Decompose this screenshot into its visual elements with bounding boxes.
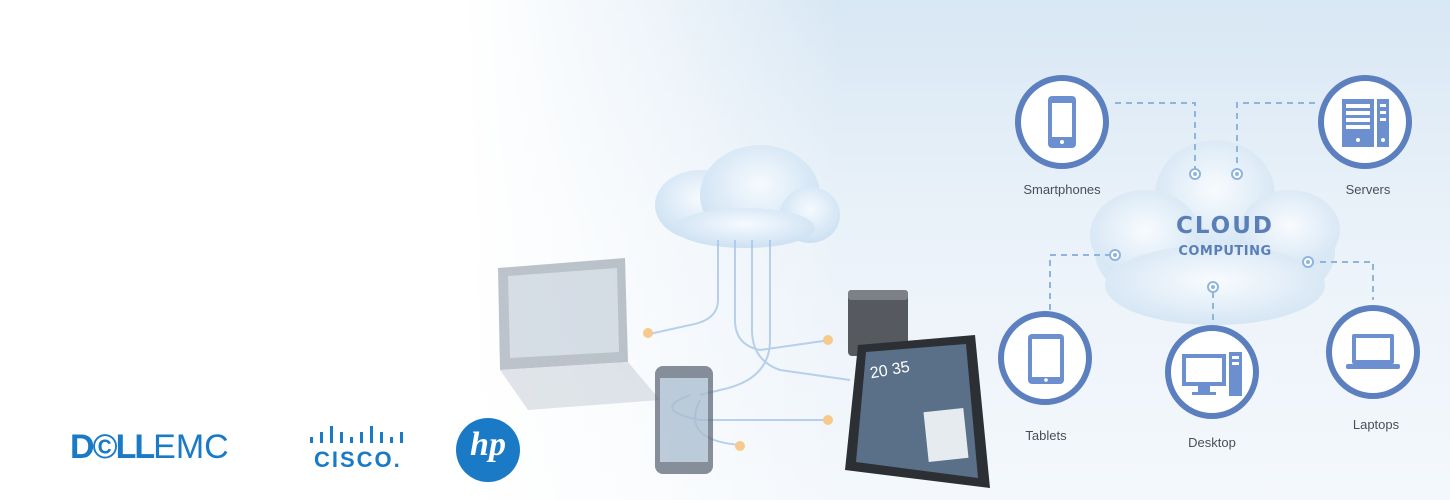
emc-logo-text: EMC	[153, 428, 229, 466]
cloud-subtitle: COMPUTING	[1178, 244, 1272, 259]
laptop-illustration	[498, 258, 660, 410]
desktop-label: Desktop	[1188, 435, 1236, 450]
dell-emc-logo: D©LLEMC	[70, 428, 229, 467]
laptop-icon	[1346, 334, 1400, 369]
servers-label: Servers	[1345, 182, 1391, 197]
desktop-icon	[1182, 352, 1242, 396]
servers-node	[1318, 75, 1412, 169]
phone-illustration	[655, 366, 713, 474]
tablet-icon	[1028, 334, 1064, 384]
connection-dots	[643, 328, 833, 451]
smartphone-icon	[1048, 96, 1076, 148]
left-cloud	[655, 145, 840, 248]
laptops-node	[1326, 305, 1420, 399]
laptops-label: Laptops	[1352, 417, 1400, 432]
cisco-logo-text: CISCO.	[314, 447, 402, 472]
server-icon	[1342, 99, 1389, 147]
tablets-label: Tablets	[1025, 428, 1067, 443]
smartphones-label: Smartphones	[1023, 182, 1101, 197]
dell-logo-text: D©LL	[70, 428, 155, 466]
tablets-node	[998, 311, 1092, 405]
tablet-illustration	[845, 335, 990, 488]
cloud-title: CLOUD	[1175, 213, 1275, 239]
desktop-node	[1165, 325, 1259, 419]
router-illustration	[848, 290, 908, 356]
cisco-logo-bars	[310, 426, 403, 443]
smartphones-node	[1015, 75, 1109, 169]
hp-logo	[456, 418, 520, 482]
hp-logo-text: hp	[470, 426, 506, 463]
dashed-connectors	[1049, 102, 1374, 320]
